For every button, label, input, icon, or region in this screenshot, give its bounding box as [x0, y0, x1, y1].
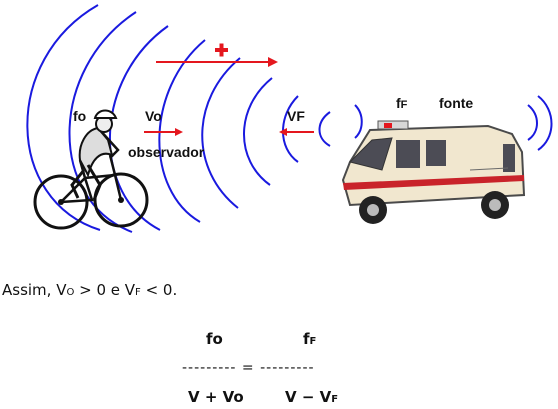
cyclist-observer-icon: [33, 109, 149, 230]
source-label: fonte: [439, 95, 473, 111]
wave-direction-arrow: [156, 57, 278, 67]
wavefront-right-2: [527, 104, 538, 141]
formula-left-numerator: fo: [206, 330, 223, 348]
wavefront-right-3: [537, 95, 553, 151]
formula-left-denominator: V + Vo: [188, 388, 244, 406]
vo-label: Vo: [145, 108, 162, 124]
formula-fraction-line: --------- = ---------: [182, 360, 315, 376]
wavefront-4: [158, 39, 206, 223]
red-cross-icon: [215, 43, 228, 57]
formula-right-numerator: fF: [303, 330, 317, 348]
statement-text: Assim, VO > 0 e VF < 0.: [2, 281, 178, 299]
wavefront-8: [318, 111, 331, 147]
ambulance-source-icon: [341, 120, 526, 224]
wavefront-5: [201, 57, 241, 209]
wavefront-6: [243, 77, 273, 186]
formula-right-denominator: V − VF: [285, 388, 339, 406]
observer-label: observador: [128, 144, 205, 160]
fo-label: fo: [73, 108, 86, 124]
wavefront-3: [109, 25, 169, 231]
vf-label: VF: [287, 108, 305, 124]
wavefront-1: [26, 4, 101, 231]
wavefront-2: [68, 11, 137, 233]
wavefront-right-1: [354, 104, 363, 139]
sound-wavefronts: [26, 4, 553, 233]
ff-label: fF: [396, 95, 408, 111]
source-velocity-arrow: [279, 128, 314, 136]
observer-velocity-arrow: [144, 128, 183, 136]
